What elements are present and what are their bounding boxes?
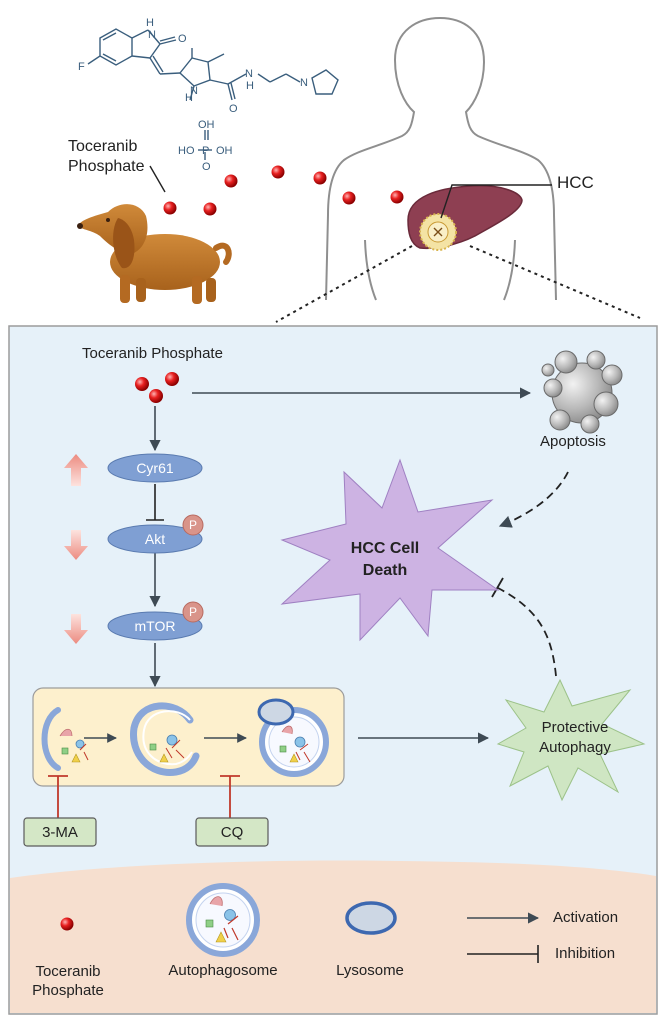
svg-text:HO: HO	[178, 145, 195, 157]
dashed-inhibit-autophagy-death	[491, 577, 557, 677]
phospho-akt-label: P	[188, 518, 197, 532]
svg-text:O: O	[229, 103, 238, 115]
drug-pointer-line	[149, 165, 166, 193]
inhibitor-3ma-label: 3-MA	[42, 824, 78, 841]
protective-autophagy-line2: Autophagy	[539, 739, 611, 756]
down-arrow-mtor	[64, 614, 88, 644]
legend-band	[10, 860, 656, 1013]
node-cyr61-label: Cyr61	[136, 460, 174, 476]
svg-text:OH: OH	[216, 145, 233, 157]
svg-text:H: H	[146, 17, 154, 29]
svg-text:N: N	[190, 85, 198, 97]
apoptosis-label: Apoptosis	[540, 433, 606, 450]
inhibit-cyr61-to-akt	[146, 484, 164, 521]
hcc-pointer-line	[440, 184, 552, 219]
panel-drug-particles	[135, 372, 179, 403]
cell-death-star	[280, 458, 500, 642]
dog-graphic	[77, 204, 232, 304]
drug-label-top: Toceranib Phosphate	[68, 137, 145, 177]
legend-autophagosome-label: Autophagosome	[168, 962, 278, 979]
legend-inhibition-label: Inhibition	[555, 945, 616, 962]
drug-label-top-line2: Phosphate	[68, 158, 145, 175]
phospho-mtor: P	[183, 602, 203, 622]
legend-drug-label: Toceranib Phosphate	[20, 962, 116, 1000]
inhibitor-cq-box	[195, 817, 269, 847]
node-mtor-shape	[107, 611, 203, 641]
protective-autophagy-label: Protective Autophagy	[520, 718, 630, 758]
inhibit-3ma	[48, 775, 68, 818]
dashed-arrow-apoptosis-death	[498, 471, 569, 528]
phospho-mtor-label: P	[188, 605, 197, 619]
cell-death-label-line2: Death	[362, 562, 408, 579]
node-cyr61: Cyr61	[108, 458, 202, 478]
legend-drug-icon	[60, 917, 74, 931]
node-mtor: mTOR	[108, 616, 202, 636]
legend-autophagosome-icon	[186, 883, 260, 957]
node-akt: Akt	[108, 529, 202, 549]
phagophore-graphic	[41, 707, 89, 771]
inhibit-cq	[220, 775, 240, 818]
legend-drug-line2: Phosphate	[32, 982, 104, 999]
phospho-mtor-shape	[182, 601, 204, 623]
inhibitor-cq-label: CQ	[220, 824, 244, 841]
svg-text:O: O	[202, 161, 211, 173]
node-akt-shape	[107, 524, 203, 554]
liver-graphic	[407, 184, 523, 251]
legend-lysosome-icon	[345, 901, 397, 935]
cell-death-label-line1: HCC Cell	[350, 540, 420, 557]
protective-autophagy-line1: Protective	[541, 719, 609, 736]
drug-label-top-line1: Toceranib	[68, 138, 138, 155]
svg-text:OH: OH	[198, 119, 215, 131]
up-arrow-cyr61	[64, 454, 88, 486]
node-cyr61-shape	[107, 453, 203, 483]
legend-activation-label: Activation	[553, 909, 619, 926]
node-mtor-label: mTOR	[134, 618, 176, 634]
expanding-phagophore-graphic	[130, 702, 200, 776]
svg-text:N: N	[148, 29, 156, 41]
human-body-outline	[325, 16, 557, 301]
cell-death-label: HCC Cell Death	[320, 538, 450, 582]
chemical-structure	[87, 28, 339, 160]
autolysosome-graphic	[257, 698, 329, 777]
svg-text:N: N	[300, 77, 308, 89]
chemical-atom-labels: H N O F N H O N H N OH HO P OH O	[78, 17, 308, 173]
phospho-akt: P	[183, 515, 203, 535]
zoom-line-left	[275, 245, 413, 323]
phospho-akt-shape	[182, 514, 204, 536]
drug-particles-top	[163, 165, 404, 216]
inhibitor-3ma-box	[23, 817, 97, 847]
svg-text:H: H	[185, 92, 193, 104]
legend-drug-line1: Toceranib	[35, 963, 101, 980]
svg-text:N: N	[245, 68, 253, 80]
svg-text:O: O	[178, 33, 187, 45]
zoom-line-right	[469, 245, 641, 319]
legend-inhibition-symbol	[467, 945, 539, 963]
legend-lysosome-label: Lysosome	[336, 962, 404, 979]
node-akt-label: Akt	[144, 531, 166, 547]
svg-text:H: H	[246, 80, 254, 92]
apoptosis-cell-graphic	[541, 350, 623, 434]
protective-autophagy-star	[496, 678, 646, 802]
panel-drug-label: Toceranib Phosphate	[82, 345, 223, 362]
svg-text:F: F	[78, 61, 85, 73]
hcc-label: HCC	[557, 173, 594, 192]
down-arrow-akt	[64, 530, 88, 560]
svg-text:P: P	[202, 145, 209, 157]
